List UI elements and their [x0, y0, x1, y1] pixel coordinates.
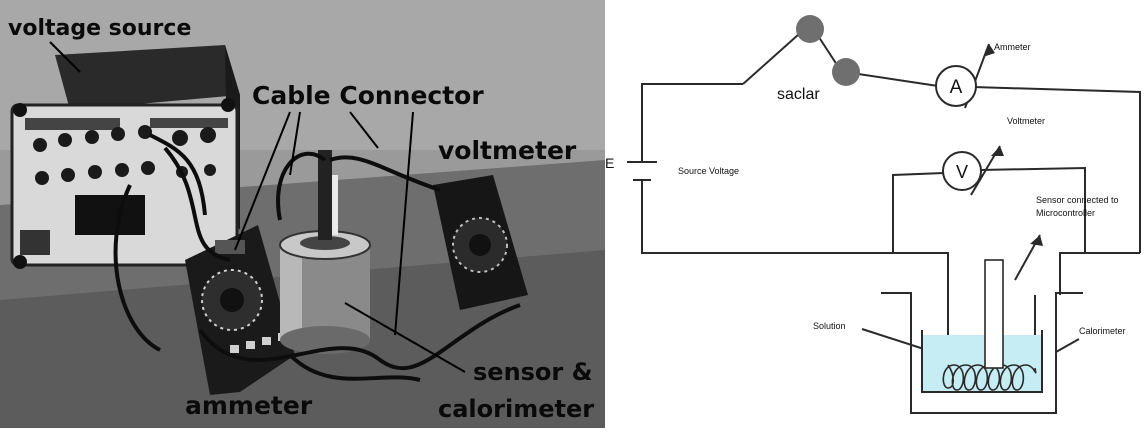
sensor-label-line2: calorimeter [438, 395, 595, 423]
voltmeter-label: voltmeter [438, 136, 577, 165]
sensor-probe [984, 259, 1004, 369]
experiment-photo: voltage source Cable Connector voltmeter… [0, 0, 605, 428]
solution-label: Solution [813, 321, 846, 331]
circuit-wires [641, 25, 1141, 414]
sensor-label-line1: sensor & [473, 358, 593, 386]
source-voltage-label: Source Voltage [678, 166, 739, 176]
sensor-label-line2: Microcontroller [1036, 208, 1095, 218]
photo-artwork [0, 0, 605, 428]
ammeter-symbol: A [950, 77, 963, 98]
switch-label: saclar [777, 86, 820, 103]
calorimeter-device [279, 150, 371, 354]
circuit-diagram: A V saclar Ammeter Voltmeter E Source Vo… [605, 0, 1148, 428]
battery-symbol [627, 150, 657, 193]
ammeter-meter [935, 65, 977, 107]
battery-label: E [605, 155, 614, 171]
switch-knob-bottom [832, 58, 860, 86]
voltage-source-device [10, 45, 240, 269]
ammeter-label: Ammeter [994, 42, 1031, 52]
cable-connector-label: Cable Connector [252, 81, 484, 110]
voltmeter-device [433, 175, 528, 310]
photo-pointer-lines [49, 41, 466, 373]
photo-cables [113, 133, 521, 382]
voltage-source-label: voltage source [8, 16, 192, 41]
solution-fill [922, 335, 1042, 392]
ammeter-label: ammeter [185, 391, 313, 420]
switch-knob-top [796, 15, 824, 43]
calorimeter-label: Calorimeter [1079, 326, 1126, 336]
voltmeter-label: Voltmeter [1007, 116, 1045, 126]
heating-coil [942, 364, 1037, 391]
voltmeter-symbol: V [956, 162, 968, 182]
voltmeter-meter [942, 151, 982, 191]
circuit-diagram-svg: A V saclar Ammeter Voltmeter E Source Vo… [605, 15, 1141, 414]
sensor-label-line1: Sensor connected to [1036, 195, 1119, 205]
